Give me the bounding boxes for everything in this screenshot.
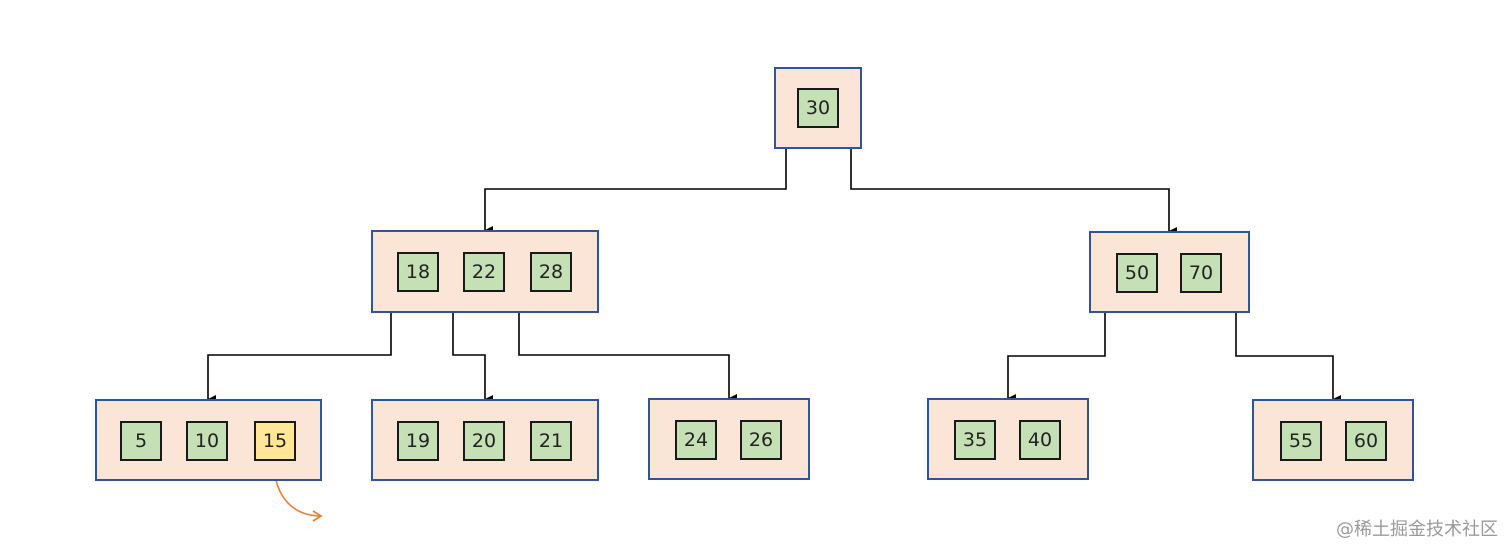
key-cell: 40 — [1019, 420, 1061, 460]
leaf-node: 55 60 — [1252, 399, 1414, 481]
key-cell: 21 — [530, 421, 572, 461]
internal-node-right: 50 70 — [1089, 231, 1250, 313]
leaf-node: 5 10 15 — [95, 399, 322, 481]
leaf-node: 19 20 21 — [371, 399, 599, 481]
leaf-node: 35 40 — [927, 398, 1089, 480]
key-cell: 5 — [120, 421, 162, 461]
tree-edge — [518, 313, 737, 402]
key-cell: 19 — [397, 421, 439, 461]
key-cell: 10 — [186, 421, 228, 461]
key-cell: 20 — [463, 421, 505, 461]
tree-edge — [484, 149, 787, 234]
tree-edge — [850, 149, 1177, 235]
tree-edge — [452, 313, 493, 403]
tree-edge — [207, 313, 392, 403]
key-cell: 50 — [1116, 253, 1158, 293]
key-cell: 28 — [530, 252, 572, 292]
key-cell: 70 — [1180, 253, 1222, 293]
highlighted-key-cell: 15 — [254, 421, 296, 461]
key-cell: 55 — [1280, 421, 1322, 461]
key-cell: 24 — [675, 420, 717, 460]
key-cell: 35 — [954, 420, 996, 460]
key-cell: 60 — [1345, 421, 1387, 461]
key-cell: 18 — [397, 252, 439, 292]
tree-edge — [1235, 313, 1341, 403]
root-node: 30 — [774, 67, 862, 149]
tree-edge — [1007, 313, 1106, 402]
leaf-node: 24 26 — [648, 398, 810, 480]
internal-node-left: 18 22 28 — [371, 230, 599, 313]
key-cell: 22 — [463, 252, 505, 292]
watermark: @稀土掘金技术社区 — [1336, 519, 1498, 540]
key-cell: 26 — [740, 420, 782, 460]
key-cell: 30 — [797, 88, 839, 128]
